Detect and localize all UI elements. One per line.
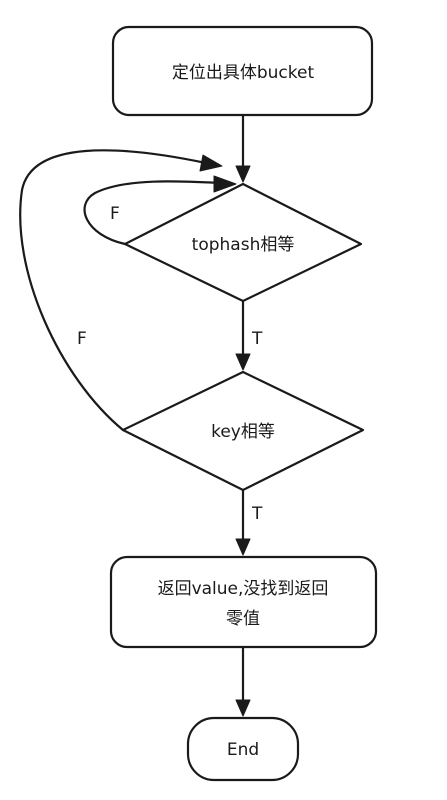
node-return-value-line2: 零值 <box>226 609 260 629</box>
node-tophash-equal-label: tophash相等 <box>192 235 295 255</box>
edge-return-to-end <box>235 646 251 717</box>
edge-key-false: F <box>19 149 223 432</box>
node-key-equal-label: key相等 <box>211 422 275 442</box>
edge-tophash-true-arrowhead <box>235 353 251 371</box>
node-return-value-line1: 返回value,没找到返回 <box>158 579 329 599</box>
node-locate-bucket-label: 定位出具体bucket <box>172 63 315 83</box>
node-end-label: End <box>227 740 259 760</box>
edge-tophash-true-label: T <box>251 329 263 349</box>
edge-tophash-false-arrowhead <box>213 175 237 193</box>
node-end: End <box>186 716 300 782</box>
edge-tophash-false-label: F <box>110 204 120 224</box>
edge-key-true: T <box>235 489 263 556</box>
edge-key-false-arrowhead <box>199 154 223 172</box>
node-key-equal: key相等 <box>121 370 365 492</box>
edge-bucket-to-tophash <box>235 114 251 183</box>
node-locate-bucket: 定位出具体bucket <box>111 25 374 117</box>
edge-return-to-end-arrowhead <box>235 699 251 717</box>
node-return-value: 返回value,没找到返回 零值 <box>109 555 378 649</box>
edge-key-false-label: F <box>77 329 87 349</box>
edge-tophash-true: T <box>235 300 263 371</box>
edge-key-true-arrowhead <box>235 538 251 556</box>
edge-tophash-false: F <box>83 175 237 246</box>
edge-bucket-to-tophash-arrowhead <box>235 165 251 183</box>
edge-key-true-label: T <box>251 504 263 524</box>
node-tophash-equal: tophash相等 <box>123 182 363 303</box>
